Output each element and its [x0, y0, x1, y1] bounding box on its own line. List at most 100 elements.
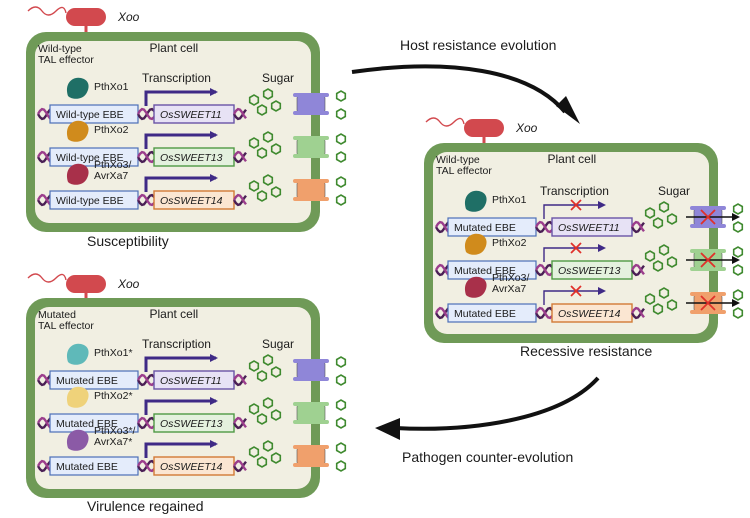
- dna-helix-mid: [136, 373, 158, 387]
- sugar-molecule: [335, 442, 347, 454]
- sugar-molecule: [262, 397, 274, 409]
- tal-effector-protein: [464, 190, 487, 212]
- host-evolution-arrow: [351, 64, 580, 124]
- sugar-molecule: [270, 100, 282, 112]
- sweet-transporter: [293, 93, 329, 115]
- transcription-label: Transcription: [142, 71, 211, 85]
- panel-caption: Virulence regained: [87, 498, 204, 514]
- dna-helix-right: [630, 263, 645, 277]
- gene-label: OsSWEET14: [160, 461, 223, 473]
- sugar-label: Sugar: [262, 71, 294, 85]
- blocked-transcription-x: [570, 199, 582, 211]
- dna-helix-right: [232, 459, 247, 473]
- panel-caption: Recessive resistance: [520, 343, 652, 359]
- sugar-molecule: [256, 147, 268, 159]
- tal-effector-protein: [464, 233, 487, 255]
- sugar-molecule: [335, 151, 347, 163]
- effector-name-label: PthXo3/AvrXa7: [492, 272, 529, 295]
- effector-name-label: PthXo2: [94, 124, 129, 136]
- effector-name-label: PthXo3*/AvrXa7*: [94, 425, 136, 448]
- sugar-molecule: [248, 94, 260, 106]
- organism-label: Xoo: [515, 121, 538, 135]
- ebe-label: Wild-type EBE: [56, 195, 124, 207]
- bacterium-body: [66, 275, 106, 293]
- blocked-transporter-x: [700, 295, 716, 311]
- dna-helix-right: [232, 193, 247, 207]
- xoo-bacterium: [425, 117, 504, 147]
- sugar-molecule: [335, 399, 347, 411]
- sugar-molecule: [732, 264, 744, 276]
- sweet-transporter: [293, 136, 329, 158]
- sugar-molecule: [270, 366, 282, 378]
- transcription-arrow: [144, 397, 218, 415]
- plant-cell-cytoplasm: [35, 41, 311, 223]
- sweet-transporter: [690, 249, 726, 271]
- sugar-label: Sugar: [658, 184, 690, 198]
- dna-helix-mid: [534, 263, 556, 277]
- sugar-molecule: [262, 440, 274, 452]
- ebe-label: Mutated EBE: [56, 375, 118, 387]
- gene-label: OsSWEET13: [160, 418, 223, 430]
- dna-helix-right: [232, 416, 247, 430]
- gene-label: OsSWEET14: [160, 195, 223, 207]
- sugar-molecule: [658, 287, 670, 299]
- sugar-molecule: [248, 360, 260, 372]
- organism-label: Xoo: [117, 10, 140, 24]
- ebe-label: Mutated EBE: [454, 308, 516, 320]
- sugar-molecule: [652, 260, 664, 272]
- blocked-transcription-x: [570, 242, 582, 254]
- sugar-molecule: [335, 417, 347, 429]
- sugar-molecule: [335, 356, 347, 368]
- tal-effector-protein: [66, 386, 89, 408]
- gene-label: OsSWEET11: [160, 109, 222, 121]
- sugar-molecule: [262, 88, 274, 100]
- host-evolution-label: Host resistance evolution: [400, 37, 556, 53]
- blocked-transcription-x: [570, 285, 582, 297]
- dna-helix-mid: [534, 306, 556, 320]
- effector-name-label: PthXo1: [94, 81, 129, 93]
- gene-label: OsSWEET14: [558, 308, 621, 320]
- transcription-arrow: [144, 88, 218, 106]
- sugar-molecule: [732, 221, 744, 233]
- sweet-transporter: [293, 445, 329, 467]
- gene-label: OsSWEET11: [558, 222, 620, 234]
- tal-effector-protein: [66, 77, 89, 99]
- transcription-arrow: [144, 354, 218, 372]
- sugar-molecule: [262, 131, 274, 143]
- sugar-molecule: [256, 456, 268, 468]
- sugar-molecule: [335, 108, 347, 120]
- transcription-arrow: [543, 287, 606, 305]
- ebe-label: Wild-type EBE: [56, 152, 124, 164]
- sugar-molecule: [248, 403, 260, 415]
- sugar-molecule: [335, 194, 347, 206]
- transcription-label: Transcription: [142, 337, 211, 351]
- dna-helix-mid: [136, 107, 158, 121]
- sugar-molecule: [335, 90, 347, 102]
- gene-label: OsSWEET13: [558, 265, 621, 277]
- effector-name-label: PthXo1*: [94, 347, 133, 359]
- transcription-arrow: [144, 131, 218, 149]
- sugar-molecule: [270, 186, 282, 198]
- blocked-transporter-x: [700, 252, 716, 268]
- sugar-molecule: [732, 289, 744, 301]
- sugar-molecule: [666, 213, 678, 225]
- sugar-molecule: [666, 299, 678, 311]
- effector-name-label: PthXo1: [492, 194, 527, 206]
- tal-effector-protein: [66, 120, 89, 142]
- sugar-molecule: [256, 413, 268, 425]
- xoo-bacterium: [27, 6, 106, 36]
- sugar-molecule: [644, 293, 656, 305]
- plant-cell-label: Plant cell: [149, 41, 198, 55]
- pathogen-evolution-label: Pathogen counter-evolution: [402, 449, 573, 465]
- sugar-molecule: [256, 104, 268, 116]
